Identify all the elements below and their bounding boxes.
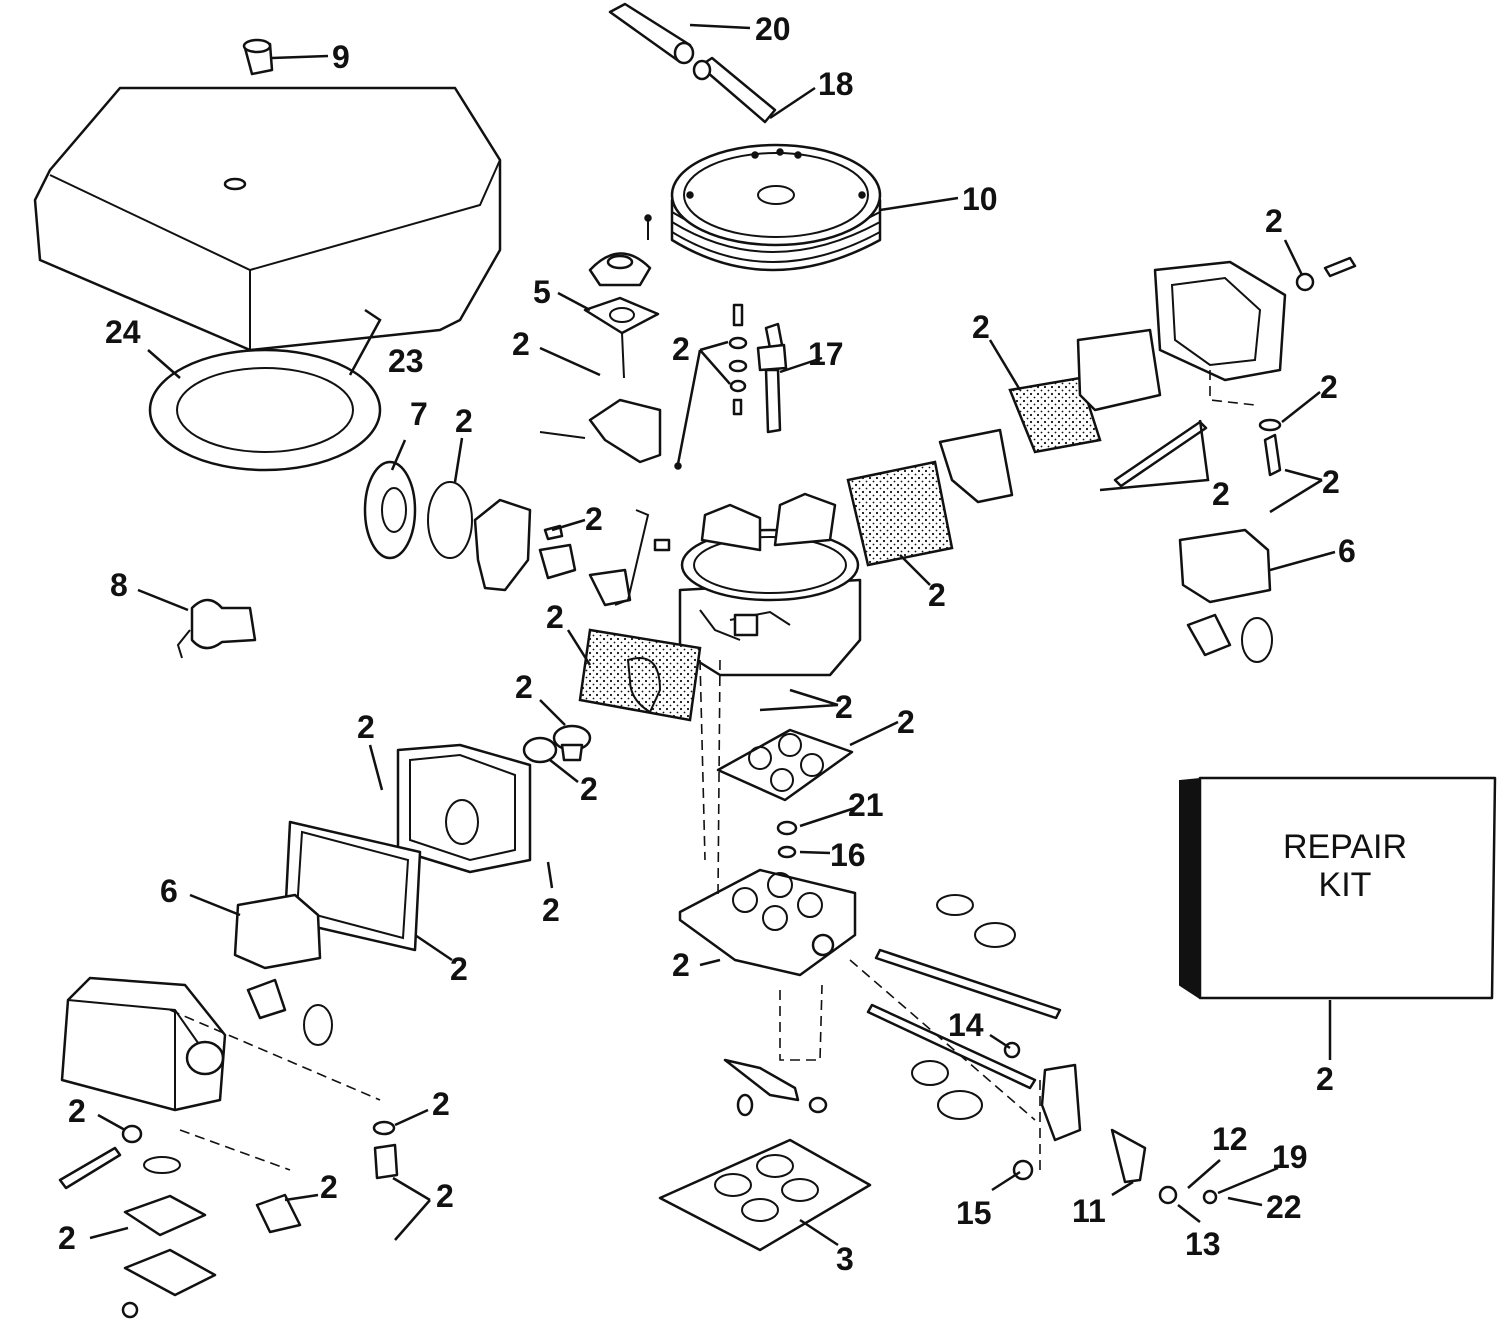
- callout-2-o-ring: 2: [580, 771, 598, 807]
- callout-2-screw-block: 2: [542, 892, 560, 928]
- fuel-bowl-right: [1153, 256, 1357, 382]
- callout-2-right-valve: 2: [1320, 369, 1338, 405]
- pump-lever-assembly: [473, 498, 671, 607]
- accelerator-pump-7: [363, 460, 473, 560]
- callout-2-bowl-gasket: 2: [450, 951, 468, 987]
- callout-12: 12: [1212, 1121, 1248, 1157]
- flame-arrestor-10: [670, 143, 882, 272]
- callout-21: 21: [848, 787, 884, 823]
- callout-22: 22: [1266, 1189, 1302, 1225]
- carburetor-base-3: [658, 1138, 872, 1252]
- callout-2-block-left: 2: [357, 709, 375, 745]
- callout-2-top-right: 2: [1265, 203, 1283, 239]
- float-right-6: [1178, 528, 1273, 663]
- callout-2-base-gasket: 2: [897, 704, 915, 740]
- callout-6-right: 6: [1338, 533, 1356, 569]
- callout-6-left: 6: [160, 873, 178, 909]
- pull-over-rod: [1113, 418, 1282, 488]
- o-ring-left: [522, 736, 558, 764]
- power-valve: [552, 724, 592, 762]
- jet-screws-column: [674, 303, 748, 470]
- callout-2-valve-lower: 2: [432, 1086, 450, 1122]
- callout-2-center-gasket: 2: [928, 577, 946, 613]
- callout-2-plate-upper: 2: [972, 309, 990, 345]
- throttle-lever-11: [1040, 1063, 1147, 1184]
- fuel-pump-8: [176, 598, 257, 659]
- callout-3: 3: [836, 1241, 854, 1277]
- linkage-screws-right: [1003, 1041, 1218, 1205]
- callout-20: 20: [755, 11, 791, 47]
- callout-14: 14: [948, 1007, 984, 1043]
- alignment-lines: [169, 370, 1256, 1171]
- washer-21-16: [776, 820, 798, 859]
- vent-tube-18: [692, 56, 777, 124]
- bowl-screw-left: [58, 1124, 143, 1190]
- callout-24: 24: [105, 314, 141, 350]
- callout-5: 5: [533, 274, 551, 310]
- pump-diaphragm-left: [121, 1156, 217, 1319]
- callout-2-kit: 2: [1316, 1061, 1334, 1097]
- callout-2-spring: 2: [835, 689, 853, 725]
- callout-7: 7: [410, 396, 428, 432]
- wing-nut-9: [242, 38, 274, 76]
- vent-hose-20: [608, 2, 695, 65]
- callout-11: 11: [1072, 1193, 1106, 1229]
- air-cleaner-cover: [33, 86, 502, 352]
- callout-2-jet-pair: 2: [672, 331, 690, 367]
- callout-9: 9: [332, 39, 350, 75]
- metering-plate-right: [938, 428, 1014, 504]
- callout-2-needle: 2: [512, 326, 530, 362]
- leader-lines: [89, 23, 1336, 1247]
- callout-2-seat: 2: [1322, 464, 1340, 500]
- fuel-inlet-fitting-17: [756, 322, 788, 434]
- callout-2-spring-lower: 2: [320, 1169, 338, 1205]
- metering-gasket-left: [578, 628, 702, 722]
- throttle-linkage-lower: [723, 1058, 828, 1117]
- callout-2-rod: 2: [1212, 476, 1230, 512]
- air-filter-ring: [148, 348, 382, 472]
- callout-2-needle-lower: 2: [436, 1178, 454, 1214]
- repair-kit-line1: REPAIR: [1283, 828, 1407, 866]
- callout-2-base-screw: 2: [672, 947, 690, 983]
- callout-2-lever: 2: [585, 501, 603, 537]
- carburetor-main-body: [678, 492, 862, 677]
- base-gasket: [716, 728, 854, 802]
- callout-labels: 20 18 9 10 2 5 24 23 2 2 17 2 2 2 2 6 7 …: [58, 11, 1356, 1277]
- needle-seat-left: [255, 1120, 399, 1234]
- callout-15: 15: [956, 1195, 992, 1231]
- callout-19: 19: [1272, 1139, 1308, 1175]
- callout-2-pump-gasket: 2: [455, 403, 473, 439]
- callout-18: 18: [818, 66, 854, 102]
- callout-8: 8: [110, 567, 128, 603]
- callout-2-check: 2: [515, 669, 533, 705]
- metering-gasket-upper: [1008, 376, 1102, 454]
- callout-2-metering-left: 2: [546, 599, 564, 635]
- callout-10: 10: [962, 181, 998, 217]
- repair-kit-box: REPAIR KIT: [1179, 776, 1497, 1000]
- metering-gasket-right: [846, 460, 954, 567]
- fuel-bowl-left: [60, 976, 227, 1112]
- callout-13: 13: [1185, 1226, 1221, 1262]
- callout-16: 16: [830, 837, 866, 873]
- callout-2-bowl-screw: 2: [68, 1093, 86, 1129]
- callout-2-diaphragm: 2: [58, 1220, 76, 1256]
- float-left-6: [233, 893, 333, 1046]
- choke-housing-5: [539, 214, 662, 464]
- throttle-body: [678, 868, 857, 977]
- metering-block-right: [1076, 328, 1162, 412]
- callout-17: 17: [808, 336, 844, 372]
- throttle-shafts: [866, 894, 1062, 1120]
- callout-23: 23: [388, 343, 424, 379]
- repair-kit-line2: KIT: [1319, 866, 1372, 904]
